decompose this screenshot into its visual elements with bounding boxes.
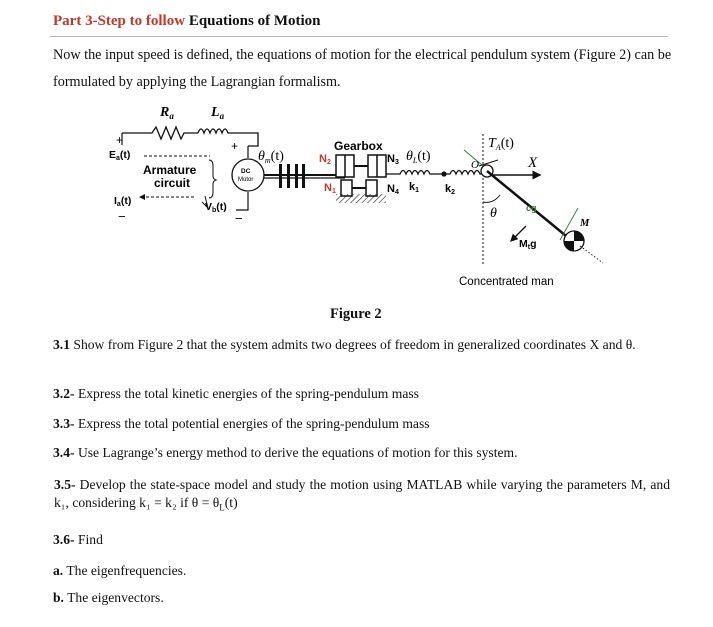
q34-number: 3.4- (53, 445, 75, 460)
section-heading: Part 3-Step to follow Equations of Motio… (53, 13, 321, 30)
o-label: O (471, 159, 479, 171)
qb-number: b. (53, 590, 64, 605)
question-3-5: 3.5- Develop the state-space model and s… (54, 476, 670, 517)
qb-text: The eigenvectors. (67, 590, 164, 605)
question-3-6: 3.6- Find (53, 531, 673, 549)
q34-text: Use Lagrange’s energy method to derive t… (77, 445, 518, 460)
m-label: M (579, 218, 590, 229)
n4-label: N4 (387, 183, 399, 196)
gearbox-bottom-gear-left (340, 179, 353, 197)
ta-label: TA(t) (488, 136, 514, 152)
n1-label: N1 (324, 182, 336, 195)
ea-plus: + (116, 133, 123, 147)
n3-label: N3 (387, 153, 399, 166)
q33-number: 3.3- (53, 416, 75, 431)
bearing-3 (295, 164, 298, 188)
question-3-2: 3.2- Express the total kinetic energies … (53, 385, 673, 403)
question-3-6b: b. The eigenvectors. (53, 589, 673, 607)
vb-label: Vb(t) (205, 201, 227, 214)
resistor-zigzag (122, 125, 198, 141)
pendulum-arm (486, 170, 572, 241)
motor-wire-bottom (236, 192, 249, 211)
spring-k1 (386, 169, 442, 176)
heading-rule (50, 36, 668, 37)
armature-label-2: circuit (154, 176, 190, 190)
la-label: La (210, 105, 225, 121)
theta-l-label: θL(t) (406, 149, 431, 165)
gearbox-label: Gearbox (334, 139, 383, 153)
heading-title: Equations of Motion (188, 13, 321, 29)
spring-joint (441, 171, 447, 177)
bearing-1 (279, 164, 282, 188)
theta-label: θ (490, 206, 497, 221)
ia-label: Ia(t) (114, 195, 131, 208)
qa-number: a. (53, 563, 64, 578)
heading-prefix: Part 3-Step to follow (53, 13, 186, 29)
ea-label: Ea(t) (109, 149, 130, 162)
n2-label: N2 (319, 153, 331, 166)
motor-minus: − (235, 211, 243, 226)
cg-label: cg (526, 203, 537, 213)
figure-2-diagram: Ra La + Ea(t) Armature circuit Ia(t) − V… (109, 105, 604, 288)
question-3-6a: a. The eigenfrequencies. (53, 562, 673, 580)
qa-text: The eigenfrequencies. (66, 563, 187, 578)
question-3-3: 3.3- Express the total potential energie… (53, 415, 673, 433)
theta-arc (482, 194, 501, 203)
armature-bracket (208, 159, 218, 199)
motor-label-2: Motor (238, 177, 253, 183)
figure-caption: Figure 2 (330, 306, 382, 322)
q36-text: Find (77, 532, 103, 547)
question-3-4: 3.4- Use Lagrange’s energy method to der… (53, 444, 673, 462)
gearbox-bottom-gear-right (365, 179, 378, 197)
q35-subscript: L (219, 502, 225, 513)
ground-hatch (336, 194, 386, 203)
spring-k2 (446, 169, 484, 176)
motor-label-1: DC (241, 168, 251, 175)
bearing-4 (302, 164, 305, 188)
gravity-arrow (510, 225, 527, 242)
mg-label: Mtg (519, 238, 537, 251)
inductor-coil (197, 128, 259, 147)
dotted-extension (579, 245, 604, 264)
q36-number: 3.6- (53, 532, 75, 547)
q35-tail: (t) (224, 495, 238, 510)
q32-number: 3.2- (53, 386, 75, 401)
intro-paragraph: Now the input speed is defined, the equa… (53, 47, 672, 90)
q31-number: 3.1 (53, 337, 70, 352)
q33-text: Express the total potential energies of … (77, 416, 430, 431)
q31-text: Show from Figure 2 that the system admit… (73, 337, 636, 352)
bearing-2 (287, 164, 290, 188)
q32-text: Express the total kinetic energies of th… (77, 386, 419, 401)
ra-label: Ra (159, 105, 174, 121)
x-label: X (527, 155, 538, 171)
k1-label: k1 (409, 181, 419, 194)
theta-m-label: θm(t) (258, 149, 284, 165)
motor-plus: + (231, 139, 238, 153)
k2-label: k2 (445, 183, 455, 196)
ea-minus: − (118, 209, 126, 224)
concentrated-label: Concentrated man (459, 276, 554, 288)
vb-arrow (201, 195, 209, 210)
armature-label-1: Armature (143, 163, 197, 177)
q35-number: 3.5- (54, 477, 76, 492)
question-3-1: 3.1 Show from Figure 2 that the system a… (53, 336, 673, 354)
q35-text: Develop the state-space model and study … (54, 477, 670, 510)
